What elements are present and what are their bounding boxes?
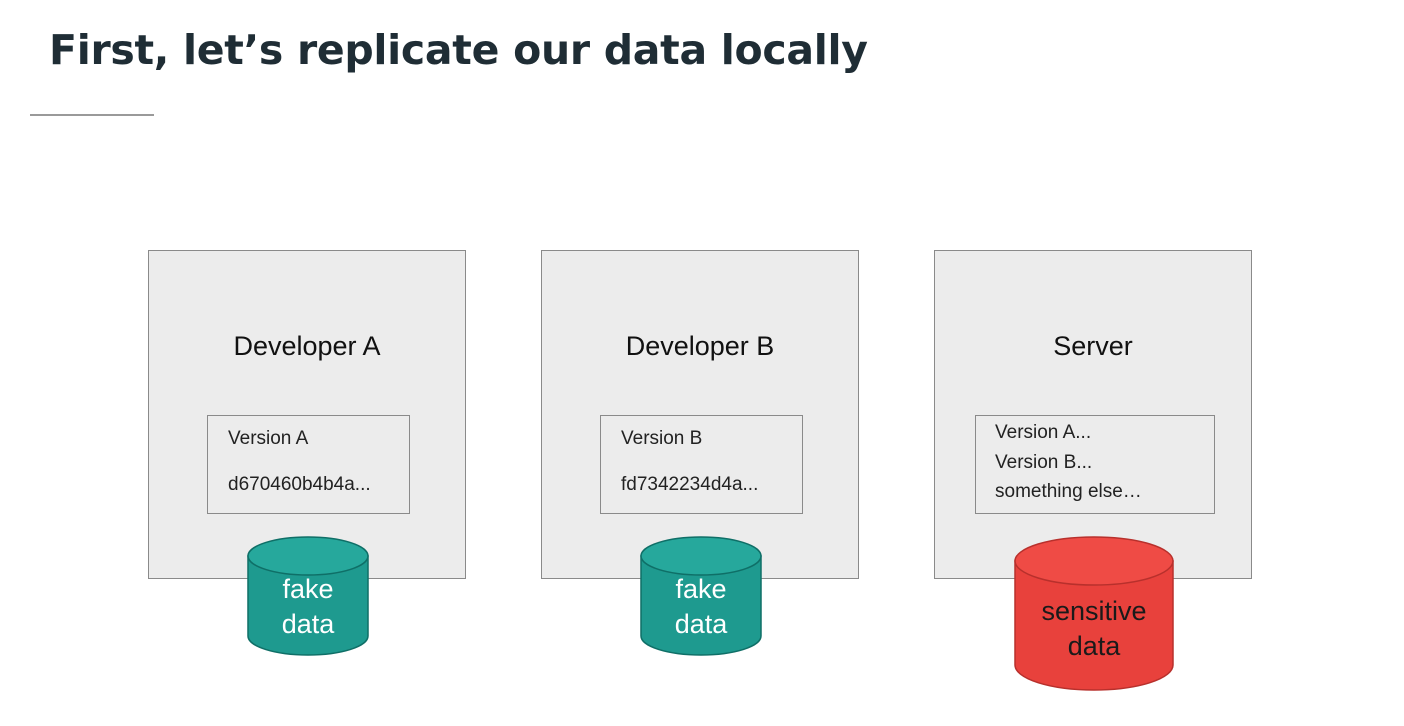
server-database-label: sensitive data [1013,594,1175,664]
server-version-line-1: Version A... [995,422,1092,443]
server-database-icon [1014,536,1174,691]
developer-a-database-icon [247,536,369,656]
developer-a-panel: Developer A Version A d670460b4b4a... [148,250,466,579]
developer-b-version-hash: fd7342234d4a... [621,474,759,495]
developer-a-version-label: Version A [228,428,309,449]
developer-b-title: Developer B [625,331,775,361]
developer-b-version-box: Version B fd7342234d4a... [600,415,803,514]
developer-b-database-label-line-1: fake [675,574,727,604]
slide-title: First, let’s replicate our data locally [49,26,868,74]
server-database-label-line-1: sensitive [1041,596,1147,626]
developer-a-database-label-line-2: data [281,609,335,639]
title-divider [30,114,154,116]
developer-b-database-label-line-2: data [674,609,728,639]
server-version-line-2: Version B... [995,452,1093,473]
developer-a-title: Developer A [233,331,381,361]
server-database-label-line-2: data [1067,631,1121,661]
server-version-line-3: something else… [995,481,1142,502]
developer-b-version-label: Version B [621,428,703,449]
developer-b-panel: Developer B Version B fd7342234d4a... [541,250,859,579]
server-panel: Server Version A... Version B... somethi… [934,250,1252,579]
developer-b-database-icon [640,536,762,656]
server-version-box: Version A... Version B... something else… [975,415,1215,514]
developer-a-database-label-line-1: fake [282,574,334,604]
developer-a-version-box: Version A d670460b4b4a... [207,415,410,514]
developer-b-database-label: fake data [639,572,763,642]
developer-a-version-hash: d670460b4b4a... [228,474,371,495]
developer-a-database-label: fake data [246,572,370,642]
server-title: Server [1053,331,1133,361]
